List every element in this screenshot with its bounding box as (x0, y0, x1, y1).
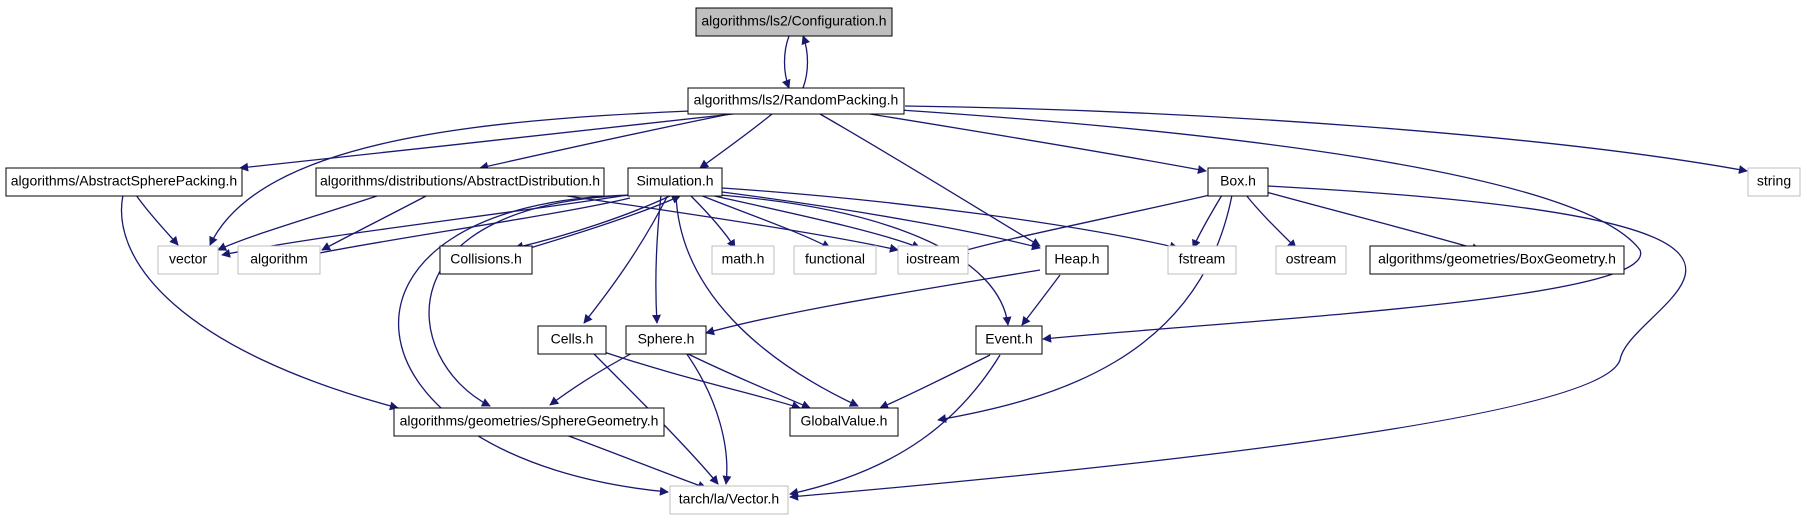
edge-abstractspherepacking-to-vector (135, 194, 179, 246)
node-collisions[interactable]: Collisions.h (439, 245, 533, 275)
svg-text:Cells.h: Cells.h (551, 331, 594, 347)
edge-randompacking-to-abstractspherepacking (239, 112, 743, 172)
svg-text:Sphere.h: Sphere.h (638, 331, 695, 347)
edge-box-to-iostream (959, 194, 1211, 254)
svg-text:algorithms/ls2/RandomPacking.h: algorithms/ls2/RandomPacking.h (694, 92, 899, 108)
edge-box-to-ostream (1245, 194, 1297, 249)
edge-randompacking-to-simulation (699, 113, 773, 169)
edge-abstractspherepacking-to-spheregeometry (120, 194, 399, 411)
svg-text:fstream: fstream (1179, 251, 1226, 267)
node-globalvalue[interactable]: GlobalValue.h (789, 407, 899, 437)
edge-configuration-to-randompacking (781, 35, 791, 89)
node-event[interactable]: Event.h (975, 325, 1043, 355)
edges (120, 35, 1748, 501)
edge-simulation-to-fstream (721, 187, 1179, 251)
edge-sphere-to-globalvalue (679, 349, 811, 409)
node-configuration[interactable]: algorithms/ls2/Configuration.h (695, 7, 893, 37)
edge-randompacking-to-string (904, 105, 1748, 174)
svg-text:ostream: ostream (1286, 251, 1337, 267)
node-iostream[interactable]: iostream (897, 245, 969, 275)
edge-randompacking-to-abstractdistribution (479, 113, 731, 171)
edge-randompacking-to-box (869, 113, 1207, 174)
svg-text:Simulation.h: Simulation.h (636, 173, 713, 189)
svg-text:Collisions.h: Collisions.h (450, 251, 522, 267)
svg-text:Event.h: Event.h (985, 331, 1032, 347)
edge-heap-to-sphere (705, 269, 1041, 336)
edge-abstractdistribution-to-iostream (559, 194, 899, 253)
svg-text:algorithms/AbstractSpherePacki: algorithms/AbstractSpherePacking.h (11, 173, 237, 189)
edge-simulation-to-iostream (709, 194, 921, 250)
edge-simulation-to-vectorh (397, 194, 669, 496)
svg-text:algorithms/ls2/Configuration.h: algorithms/ls2/Configuration.h (701, 13, 886, 29)
svg-text:functional: functional (805, 251, 865, 267)
svg-text:algorithm: algorithm (250, 251, 308, 267)
edge-box-to-globalvalue (937, 194, 1233, 424)
edge-simulation-to-cells (583, 194, 669, 324)
edge-abstractdistribution-to-vector (217, 194, 381, 251)
node-box[interactable]: Box.h (1207, 167, 1269, 197)
svg-text:iostream: iostream (906, 251, 960, 267)
node-simulation[interactable]: Simulation.h (627, 167, 723, 197)
edge-simulation-to-globalvalue (675, 194, 859, 407)
node-heap[interactable]: Heap.h (1045, 245, 1109, 275)
svg-text:algorithms/distributions/Abstr: algorithms/distributions/AbstractDistrib… (320, 173, 600, 189)
edge-box-to-fstream (1192, 194, 1223, 249)
node-abstractspherepacking[interactable]: algorithms/AbstractSpherePacking.h (5, 167, 243, 197)
edge-simulation-to-collisions (514, 194, 673, 251)
edge-cells-to-globalvalue (597, 349, 801, 410)
node-string[interactable]: string (1747, 167, 1801, 197)
edge-event-to-vectorh (789, 354, 1001, 497)
svg-text:vector: vector (169, 251, 207, 267)
edge-sphere-to-vectorh (683, 349, 732, 485)
svg-text:GlobalValue.h: GlobalValue.h (801, 413, 888, 429)
edge-spheregeometry-to-vectorh (565, 434, 707, 490)
edge-simulation-to-functional (699, 194, 831, 249)
edge-event-to-globalvalue (879, 354, 991, 409)
edge-simulation-to-math (689, 194, 736, 249)
node-sphere[interactable]: Sphere.h (625, 325, 707, 355)
svg-text:math.h: math.h (722, 251, 765, 267)
edge-simulation-to-algorithm (309, 197, 631, 258)
edge-abstractdistribution-to-algorithm (321, 194, 429, 251)
node-abstractdistribution[interactable]: algorithms/distributions/AbstractDistrib… (315, 167, 605, 197)
svg-text:string: string (1757, 173, 1791, 189)
node-ostream[interactable]: ostream (1275, 245, 1347, 275)
svg-text:tarch/la/Vector.h: tarch/la/Vector.h (679, 491, 779, 507)
svg-text:Box.h: Box.h (1220, 173, 1256, 189)
node-functional[interactable]: functional (793, 245, 877, 275)
edge-randompacking-to-heap (819, 113, 1041, 247)
edge-simulation-to-spheregeometry (428, 194, 641, 407)
node-algorithm[interactable]: algorithm (237, 245, 321, 275)
node-randompacking[interactable]: algorithms/ls2/RandomPacking.h (687, 87, 905, 115)
edge-collisions-to-simulation (529, 195, 681, 249)
edge-simulation-to-sphere (652, 194, 662, 324)
edge-randompacking-to-configuration (801, 35, 811, 89)
node-vector[interactable]: vector (157, 245, 219, 275)
node-vectorh[interactable]: tarch/la/Vector.h (669, 485, 789, 515)
edge-box-to-vectorh (789, 185, 1687, 501)
svg-text:algorithms/geometries/SphereGe: algorithms/geometries/SphereGeometry.h (400, 413, 659, 429)
edge-simulation-to-heap (721, 191, 1041, 251)
edge-simulation-to-event (719, 194, 1012, 326)
nodes: algorithms/ls2/Configuration.h algorithm… (5, 7, 1801, 515)
edge-box-to-boxgeometry (1265, 191, 1481, 252)
node-fstream[interactable]: fstream (1167, 245, 1237, 275)
edge-randompacking-to-event (899, 109, 1642, 343)
edge-sphere-to-spheregeometry (549, 349, 639, 406)
svg-text:algorithms/geometries/BoxGeome: algorithms/geometries/BoxGeometry.h (1378, 251, 1616, 267)
node-spheregeometry[interactable]: algorithms/geometries/SphereGeometry.h (393, 407, 665, 437)
edge-randompacking-to-vector (209, 110, 691, 246)
node-boxgeometry[interactable]: algorithms/geometries/BoxGeometry.h (1369, 245, 1625, 275)
node-cells[interactable]: Cells.h (537, 325, 607, 355)
node-math[interactable]: math.h (711, 245, 775, 275)
svg-text:Heap.h: Heap.h (1054, 251, 1099, 267)
edge-heap-to-event (1021, 274, 1061, 326)
